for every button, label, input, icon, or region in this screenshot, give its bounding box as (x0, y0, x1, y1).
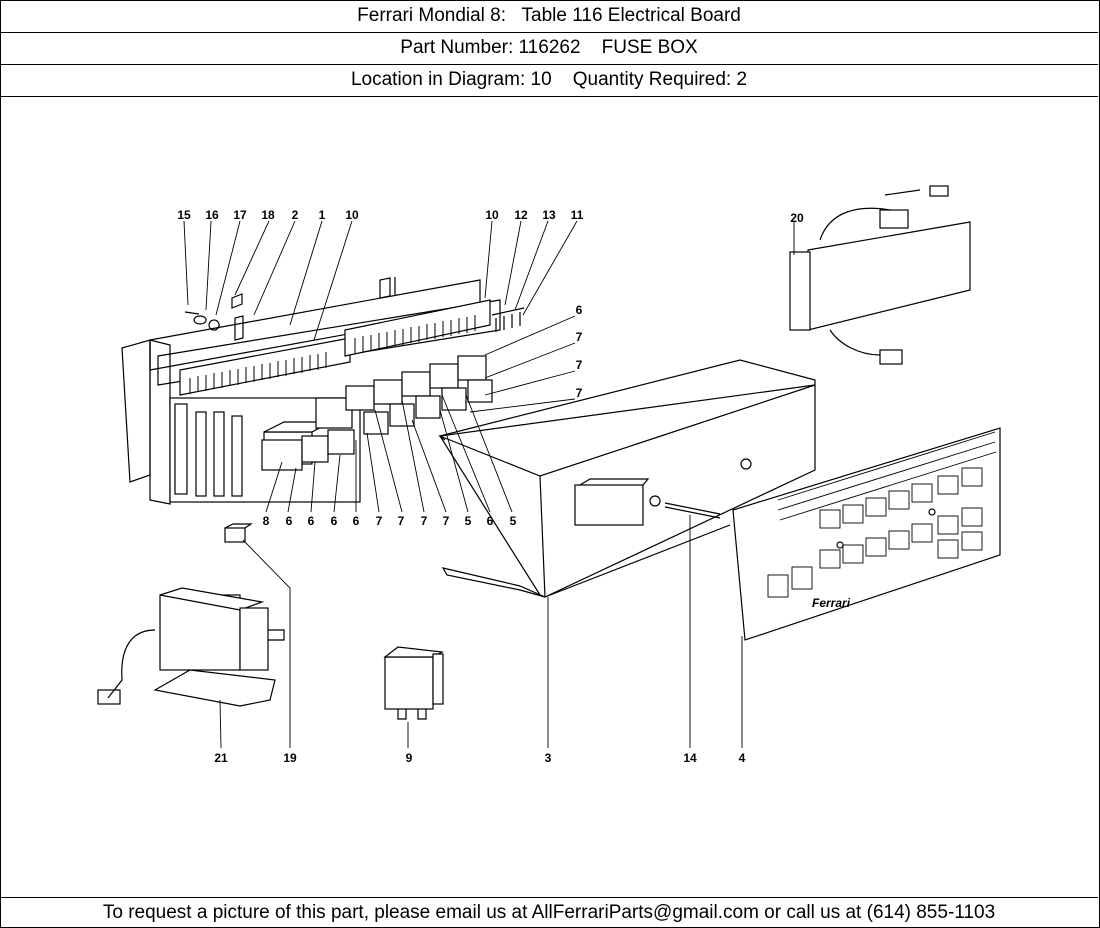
callout-5-b: 5 (510, 514, 517, 528)
callout-15: 15 (177, 208, 191, 222)
callout-6-c: 6 (331, 514, 338, 528)
callout-7-b: 7 (576, 358, 583, 372)
callout-21: 21 (214, 751, 228, 765)
callout-19: 19 (283, 751, 297, 765)
callout-3: 3 (545, 751, 552, 765)
callout-18: 18 (261, 208, 275, 222)
callout-13: 13 (542, 208, 556, 222)
location-quantity: Location in Diagram: 10 Quantity Require… (0, 65, 1098, 97)
contact-footer: To request a picture of this part, pleas… (0, 897, 1098, 927)
callout-4: 4 (739, 751, 746, 765)
callout-5-a: 5 (465, 514, 472, 528)
callout-20: 20 (790, 211, 804, 225)
relay (383, 646, 444, 720)
callout-11: 11 (571, 208, 584, 222)
callout-14: 14 (683, 751, 697, 765)
wiring-module (789, 185, 971, 365)
lid-panel: Ferrari (732, 427, 1001, 641)
callout-6-a: 6 (286, 514, 293, 528)
electrical-board (121, 277, 525, 505)
callout-9: 9 (406, 751, 413, 765)
callout-1: 1 (319, 208, 326, 222)
callout-8: 8 (263, 514, 270, 528)
callout-6-d: 6 (353, 514, 360, 528)
callout-7-e: 7 (398, 514, 405, 528)
callout-7-g: 7 (443, 514, 450, 528)
callout-17: 17 (233, 208, 247, 222)
callout-10-right: 10 (485, 208, 499, 222)
callout-2: 2 (292, 208, 299, 222)
callout-10-left: 10 (345, 208, 359, 222)
callout-7-d: 7 (376, 514, 383, 528)
ferrari-logo: Ferrari (812, 596, 851, 610)
parts-diagram: Ferrari 15 1 (0, 97, 1098, 897)
callout-7-f: 7 (421, 514, 428, 528)
clip (224, 523, 253, 543)
callout-7-a: 7 (576, 330, 583, 344)
part-number: Part Number: 116262 FUSE BOX (0, 33, 1098, 65)
callout-12: 12 (514, 208, 528, 222)
callout-6-e: 6 (487, 514, 494, 528)
leader-lines (183, 220, 795, 749)
callout-7-c: 7 (576, 386, 583, 400)
callout-16: 16 (205, 208, 219, 222)
callout-6-right: 6 (576, 303, 583, 317)
callout-6-b: 6 (308, 514, 315, 528)
solenoid (97, 587, 285, 707)
page-title: Ferrari Mondial 8: Table 116 Electrical … (0, 1, 1098, 33)
